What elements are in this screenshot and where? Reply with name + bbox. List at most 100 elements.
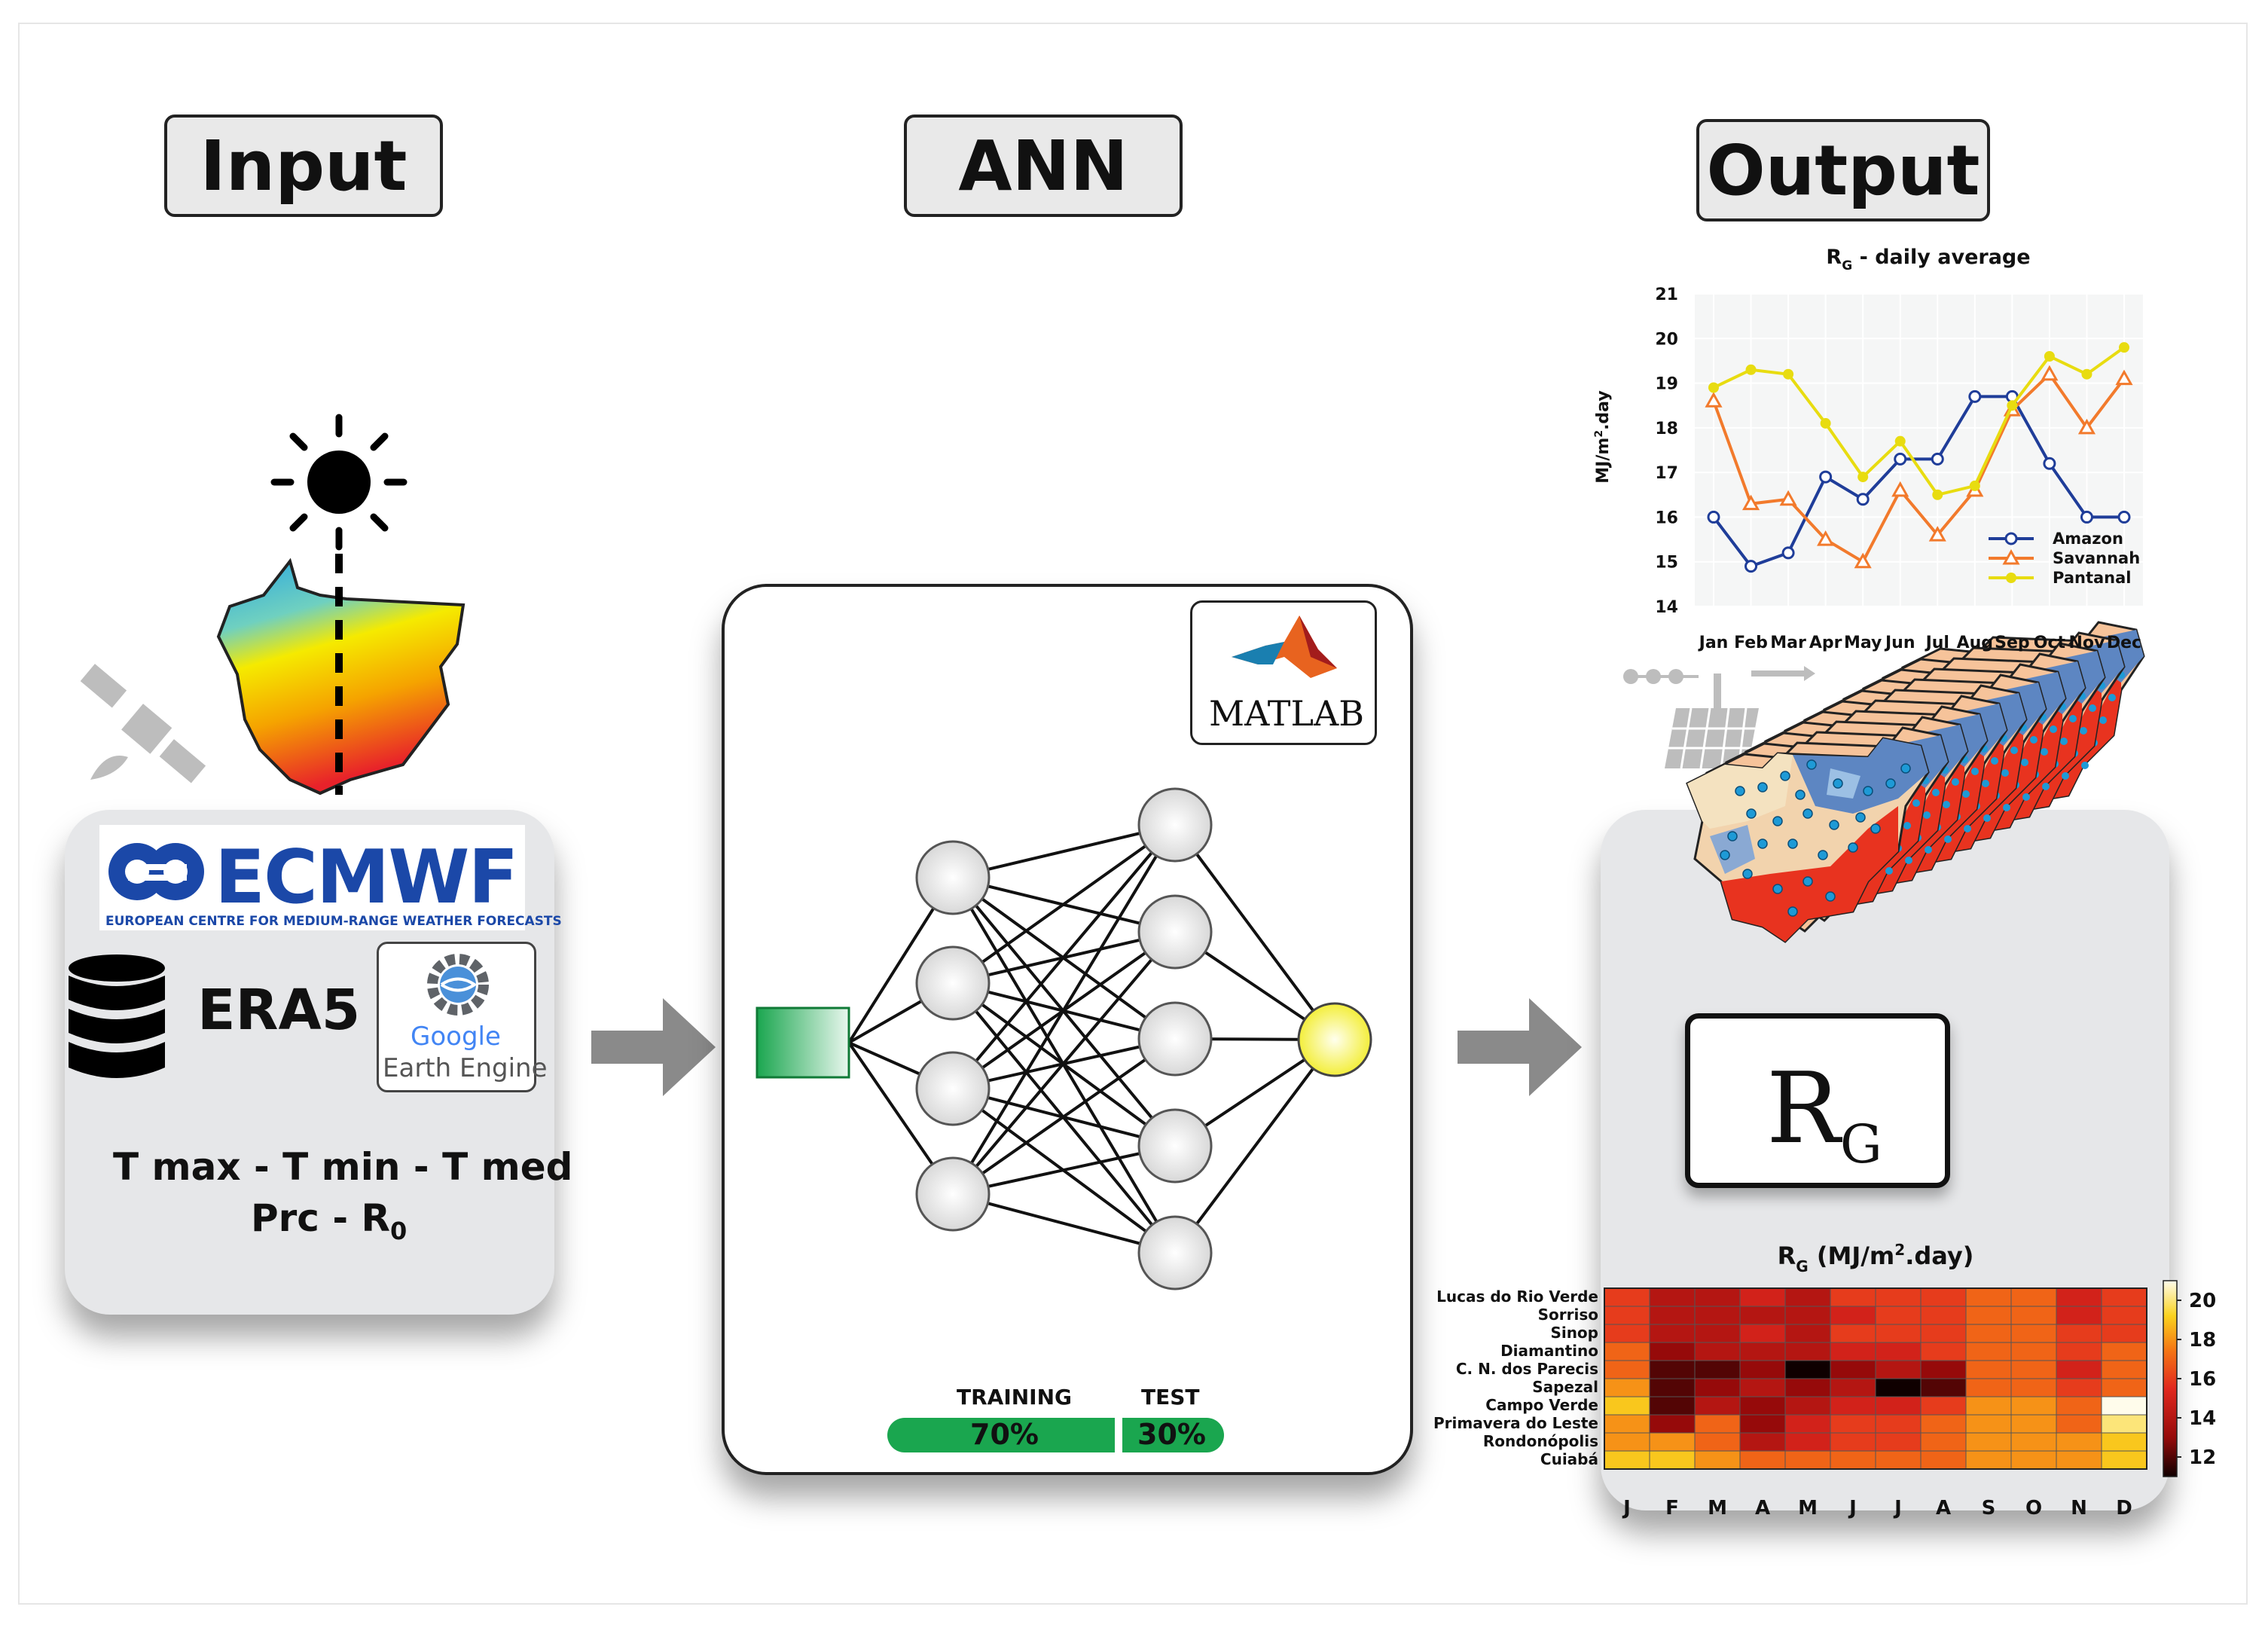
monthly-map-stack <box>1686 621 2145 943</box>
heatmap-cell <box>1920 1432 1967 1452</box>
x-tick-label: Feb <box>1734 634 1768 652</box>
x-tick-label: Aug <box>1957 634 1993 652</box>
heatmap-cell <box>1965 1450 2012 1470</box>
rg-heatmap-chart: RG (MJ/m2.day)Lucas do Rio VerdeSorrisoS… <box>1433 1241 2216 1520</box>
heatmap-row-label: Rondonópolis <box>1483 1432 1598 1450</box>
heatmap-cell <box>2056 1414 2102 1434</box>
station-dot <box>2062 772 2069 780</box>
heatmap-cell <box>1830 1432 1876 1452</box>
data-point-amazon <box>1856 493 1870 506</box>
hidden-node-layer2 <box>1137 1108 1213 1184</box>
hidden-node-layer1 <box>915 840 991 915</box>
station-dot <box>1772 884 1783 894</box>
heatmap-cell <box>1830 1306 1876 1325</box>
heatmap-cell <box>1739 1414 1786 1434</box>
heatmap-cell <box>1649 1450 1696 1470</box>
y-tick-label: 20 <box>1655 330 1678 349</box>
heatmap-cell <box>1784 1414 1831 1434</box>
heatmap-cell <box>1649 1396 1696 1416</box>
station-dot <box>2010 747 2018 754</box>
heatmap-cell <box>1739 1396 1786 1416</box>
station-dot <box>1780 771 1790 781</box>
sun-icon <box>270 414 408 551</box>
station-dot <box>1885 778 1896 789</box>
ecmwf-symbol-icon <box>108 843 204 900</box>
heatmap-cell <box>1965 1287 2012 1307</box>
station-dot <box>1925 846 1932 854</box>
y-tick-label: 16 <box>1655 509 1678 527</box>
station-dot <box>1787 906 1798 917</box>
x-tick-label: Apr <box>1809 634 1842 652</box>
heatmap-cell <box>2101 1414 2147 1434</box>
station-dot <box>2001 769 2009 777</box>
station-dot <box>1932 789 1940 796</box>
station-dot <box>1870 823 1881 834</box>
ann-header: ANN <box>904 115 1183 217</box>
heatmap-cell <box>2101 1360 2147 1379</box>
chart-title-sub: G <box>1842 258 1852 273</box>
data-point-savannah <box>1854 552 1872 569</box>
data-point-amazon <box>2117 510 2131 524</box>
nn-edge <box>1174 823 1336 1041</box>
heatmap-cell <box>2010 1342 2057 1361</box>
heatmap-cell <box>1875 1324 1922 1343</box>
station-dot <box>1983 814 1991 822</box>
station-dot <box>2042 783 2050 790</box>
data-point-savannah <box>1817 530 1835 546</box>
heatmap-cell <box>1649 1306 1696 1325</box>
heatmap-cell <box>1830 1342 1876 1361</box>
heatmap-cell <box>1739 1450 1786 1470</box>
era5-label: ERA5 <box>197 978 361 1043</box>
heatmap-cell <box>1604 1324 1650 1343</box>
heatmap-cell <box>1830 1378 1876 1397</box>
heatmap-cell <box>1739 1342 1786 1361</box>
heatmap-cell <box>1784 1306 1831 1325</box>
figure-frame <box>18 23 2248 1605</box>
heatmap-title-end: .day) <box>1905 1242 1973 1270</box>
heatmap-cell <box>1875 1360 1922 1379</box>
series-line-pantanal <box>1713 346 2126 497</box>
data-point-pantanal <box>1969 480 1980 491</box>
heatmap-cell <box>1920 1324 1967 1343</box>
station-dot <box>1991 757 1998 765</box>
station-dot <box>1944 835 1952 843</box>
station-dot <box>1912 799 1920 807</box>
heatmap-cell <box>1739 1287 1786 1307</box>
station-dot <box>1795 790 1806 800</box>
heatmap-cell <box>1784 1342 1831 1361</box>
data-point-savannah <box>1928 526 1946 542</box>
heatmap-cell <box>2101 1396 2147 1416</box>
data-point-savannah <box>1779 490 1797 506</box>
training-label: TRAINING <box>957 1385 1073 1410</box>
heatmap-row-label: Lucas do Rio Verde <box>1436 1287 1598 1306</box>
hidden-node-layer2 <box>1137 1215 1213 1290</box>
station-dot <box>1885 867 1893 875</box>
heatmap-cell <box>1920 1287 1967 1307</box>
station-dot <box>1863 786 1873 796</box>
heatmap-cell <box>2056 1396 2102 1416</box>
output-node <box>1297 1002 1372 1077</box>
station-dot <box>2081 762 2089 769</box>
earth-engine-label: Earth Engine <box>383 1053 548 1083</box>
heatmap-cell <box>1739 1306 1786 1325</box>
heatmap-row-label: Diamantino <box>1500 1342 1598 1360</box>
station-dot <box>1746 808 1757 819</box>
station-dot <box>1900 763 1911 774</box>
heatmap-cell <box>1649 1287 1696 1307</box>
station-dot <box>2108 694 2116 701</box>
heatmap-cell <box>1694 1432 1741 1452</box>
heatmap-cell <box>2010 1414 2057 1434</box>
station-dot <box>1833 778 1843 789</box>
station-dot <box>1787 838 1798 849</box>
y-tick-label: 15 <box>1655 554 1678 573</box>
heatmap-cell <box>1604 1287 1650 1307</box>
weather-station-icon <box>1623 666 1815 814</box>
heatmap-column-label: J <box>1893 1497 1902 1520</box>
heatmap-cell <box>1965 1432 2012 1452</box>
heatmap-cell <box>1784 1360 1831 1379</box>
data-point-savannah <box>2041 365 2059 381</box>
chart-title: RG - daily average <box>1826 246 2030 273</box>
heatmap-cell <box>1694 1450 1741 1470</box>
legend-label: Pantanal <box>2053 569 2131 587</box>
rg-sub: G <box>1839 1113 1882 1175</box>
